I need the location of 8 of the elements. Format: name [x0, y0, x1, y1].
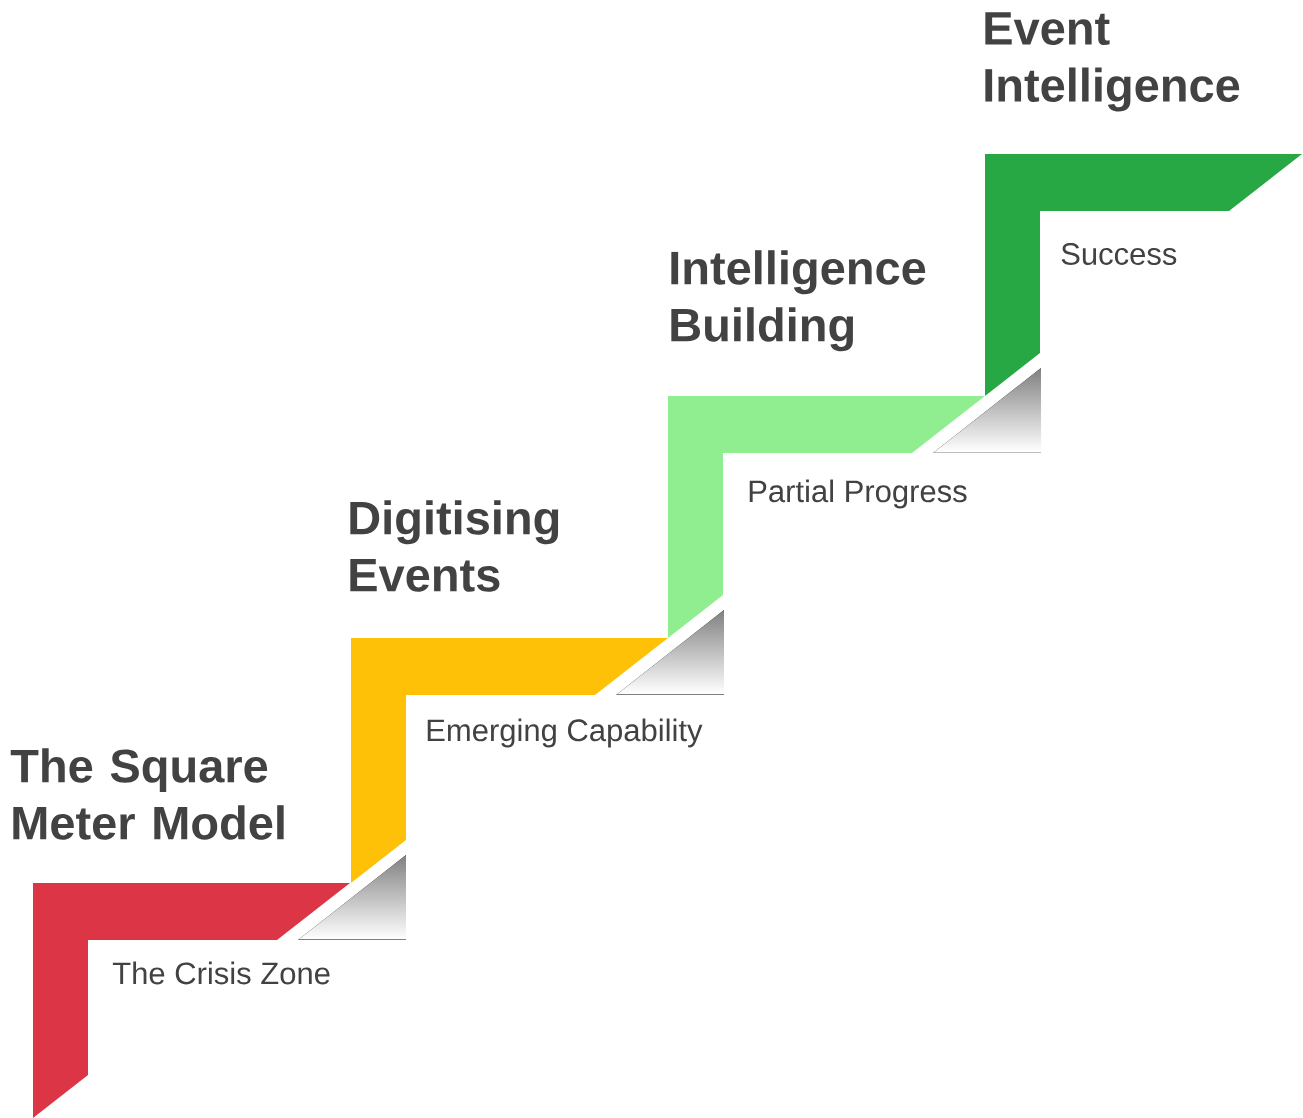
- step-label: Emerging Capability: [427, 718, 703, 748]
- step-heading: Intelligence Building: [671, 250, 926, 352]
- step-label: Partial Progress: [749, 479, 967, 509]
- step-heading: Event Intelligence: [985, 12, 1240, 112]
- step-heading: The Square Meter Model: [10, 748, 284, 840]
- step-heading: Digitising Events: [350, 500, 559, 592]
- step-label: Success: [1061, 243, 1177, 265]
- step-label: The Crisis Zone: [112, 961, 330, 985]
